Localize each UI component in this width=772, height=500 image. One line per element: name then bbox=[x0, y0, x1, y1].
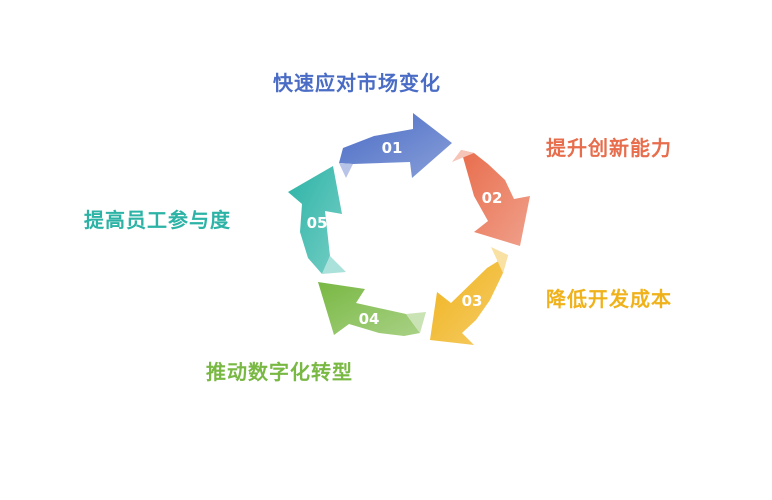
step-05-arrow-flap bbox=[322, 256, 346, 274]
step-04-arrow-flap bbox=[406, 312, 426, 333]
step-01-arrow-flap bbox=[339, 163, 353, 178]
step-03-label: 降低开发成本 bbox=[546, 287, 672, 311]
step-02-arrow-flap bbox=[452, 150, 474, 162]
step-03-number: 03 bbox=[462, 292, 483, 310]
step-05-arrow bbox=[288, 166, 342, 274]
step-01-label: 快速应对市场变化 bbox=[273, 71, 441, 95]
step-05-number: 05 bbox=[307, 214, 328, 232]
step-02-label: 提升创新能力 bbox=[546, 136, 672, 160]
step-02-number: 02 bbox=[482, 189, 503, 207]
step-05-label: 提高员工参与度 bbox=[84, 208, 231, 232]
step-01-arrow bbox=[339, 113, 452, 178]
step-04-number: 04 bbox=[359, 310, 380, 328]
step-04-arrow bbox=[318, 282, 420, 336]
step-04-label: 推动数字化转型 bbox=[206, 360, 353, 384]
cycle-step-03: 03 bbox=[430, 247, 508, 345]
cycle-step-05: 05 bbox=[288, 166, 346, 274]
cycle-step-04: 04 bbox=[318, 282, 426, 336]
cycle-step-02: 02 bbox=[452, 150, 530, 246]
step-02-arrow bbox=[461, 150, 530, 246]
step-03-arrow bbox=[430, 255, 508, 345]
step-01-number: 01 bbox=[382, 139, 403, 157]
step-03-arrow-flap bbox=[491, 247, 508, 273]
cycle-step-01: 01 bbox=[339, 113, 452, 178]
